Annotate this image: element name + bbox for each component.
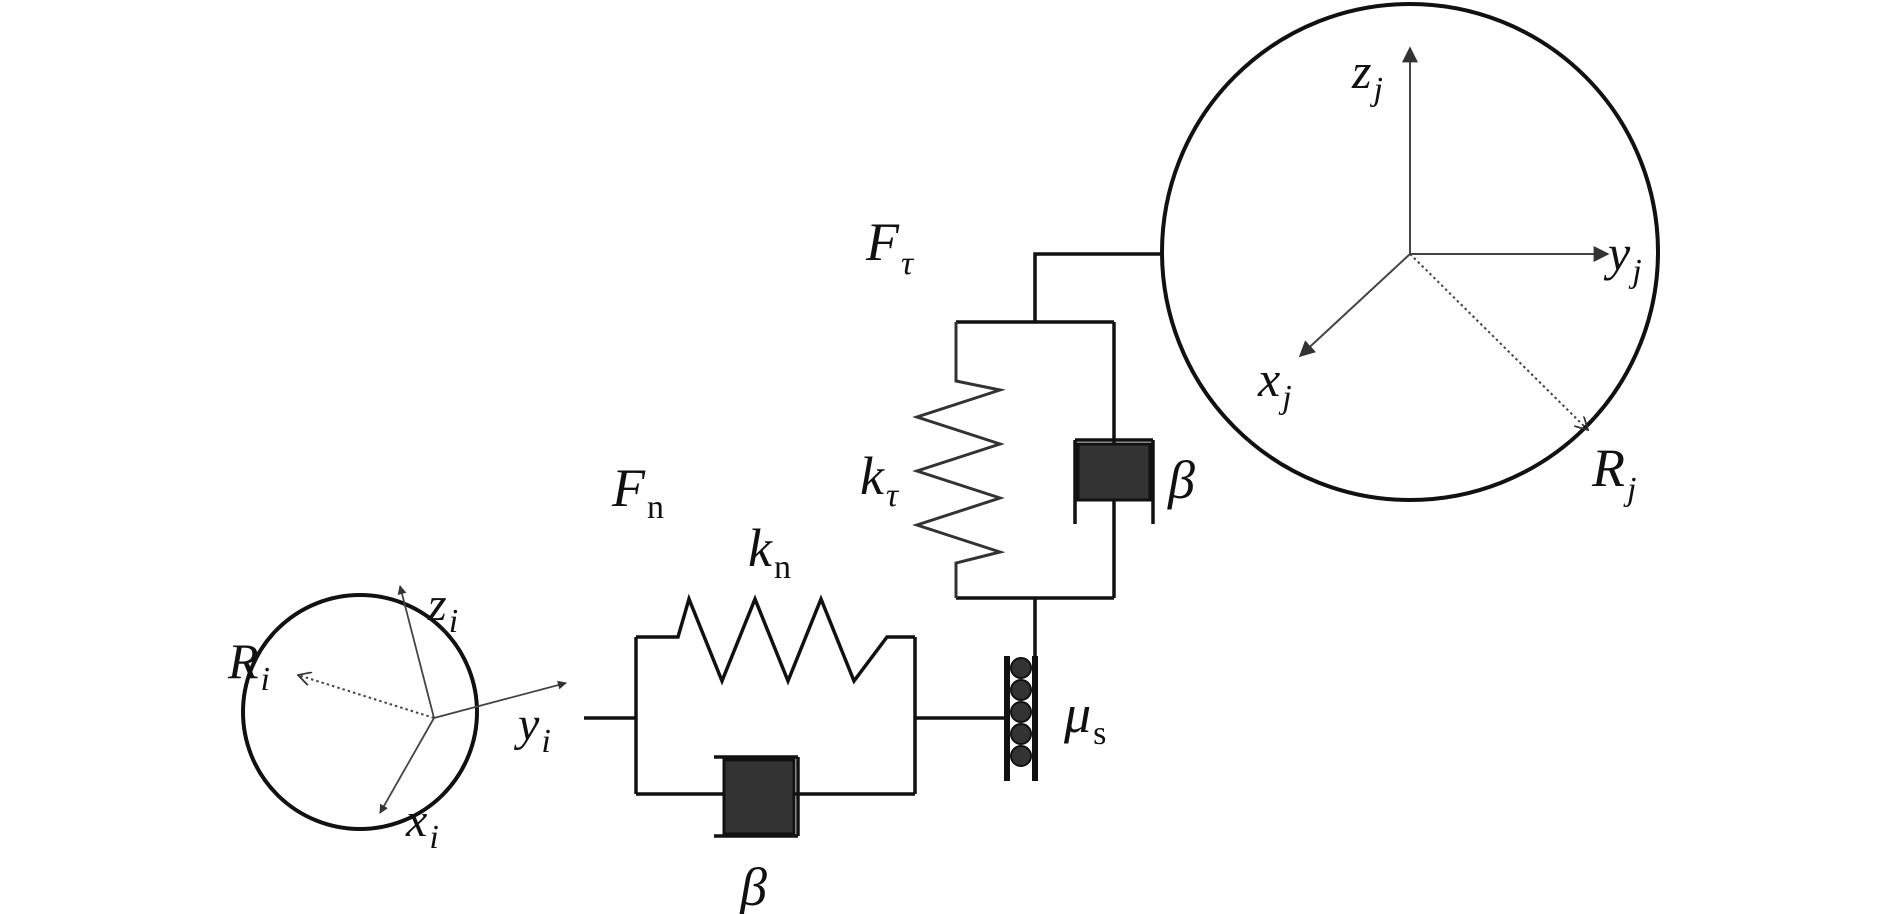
tangential-damper-piston bbox=[1076, 442, 1152, 502]
particle-i-radius-arrow bbox=[298, 675, 435, 719]
particle-i-z-axis-label: zi bbox=[427, 578, 458, 640]
friction-roller bbox=[1010, 657, 1032, 679]
tangential-connector-to-particle-j bbox=[1033, 252, 1160, 322]
particle-j-x-axis-arrow bbox=[1298, 253, 1411, 358]
friction-roller bbox=[1010, 701, 1032, 723]
particle-i-x-axis-label: xi bbox=[405, 794, 439, 856]
normal-contact-element: Fn kn β bbox=[584, 458, 1004, 914]
friction-roller bbox=[1010, 745, 1032, 767]
tangential-spring-label: kτ bbox=[860, 446, 900, 514]
particle-j-x-axis-label: xj bbox=[1257, 351, 1292, 416]
particle-i-z-axis-arrow bbox=[397, 585, 435, 719]
friction-slider: μs bbox=[1004, 598, 1106, 781]
friction-roller bbox=[1010, 723, 1032, 745]
particle-i-radius-label: Ri bbox=[227, 633, 270, 698]
normal-force-label: Fn bbox=[611, 458, 664, 526]
tangential-contact-element: Fτ kτ β bbox=[860, 212, 1195, 600]
normal-damper-piston bbox=[722, 758, 796, 836]
normal-spring-label: kn bbox=[748, 518, 791, 586]
normal-damper-label: β bbox=[739, 857, 767, 914]
particle-j-z-axis-label: zj bbox=[1351, 43, 1383, 108]
particle-j: xj yj zj Rj bbox=[1160, 2, 1660, 508]
friction-coefficient-label: μs bbox=[1063, 684, 1106, 752]
tangential-force-label: Fτ bbox=[865, 212, 915, 282]
particle-i: xi yi zi Ri bbox=[227, 578, 567, 856]
particle-j-radius-label: Rj bbox=[1591, 438, 1636, 508]
particle-i-y-axis-label: yi bbox=[513, 698, 551, 760]
particle-j-circle bbox=[1160, 2, 1660, 502]
tangential-damper-label: β bbox=[1167, 450, 1195, 510]
particle-j-radius-arrow bbox=[1409, 253, 1588, 430]
particle-i-circle bbox=[241, 593, 479, 831]
particle-i-x-axis-arrow bbox=[379, 717, 435, 814]
normal-spring bbox=[636, 593, 915, 686]
particle-i-y-axis-arrow bbox=[433, 680, 567, 719]
tangential-spring bbox=[912, 322, 1006, 598]
particle-j-y-axis-label: yj bbox=[1603, 225, 1642, 290]
friction-roller bbox=[1010, 679, 1032, 701]
